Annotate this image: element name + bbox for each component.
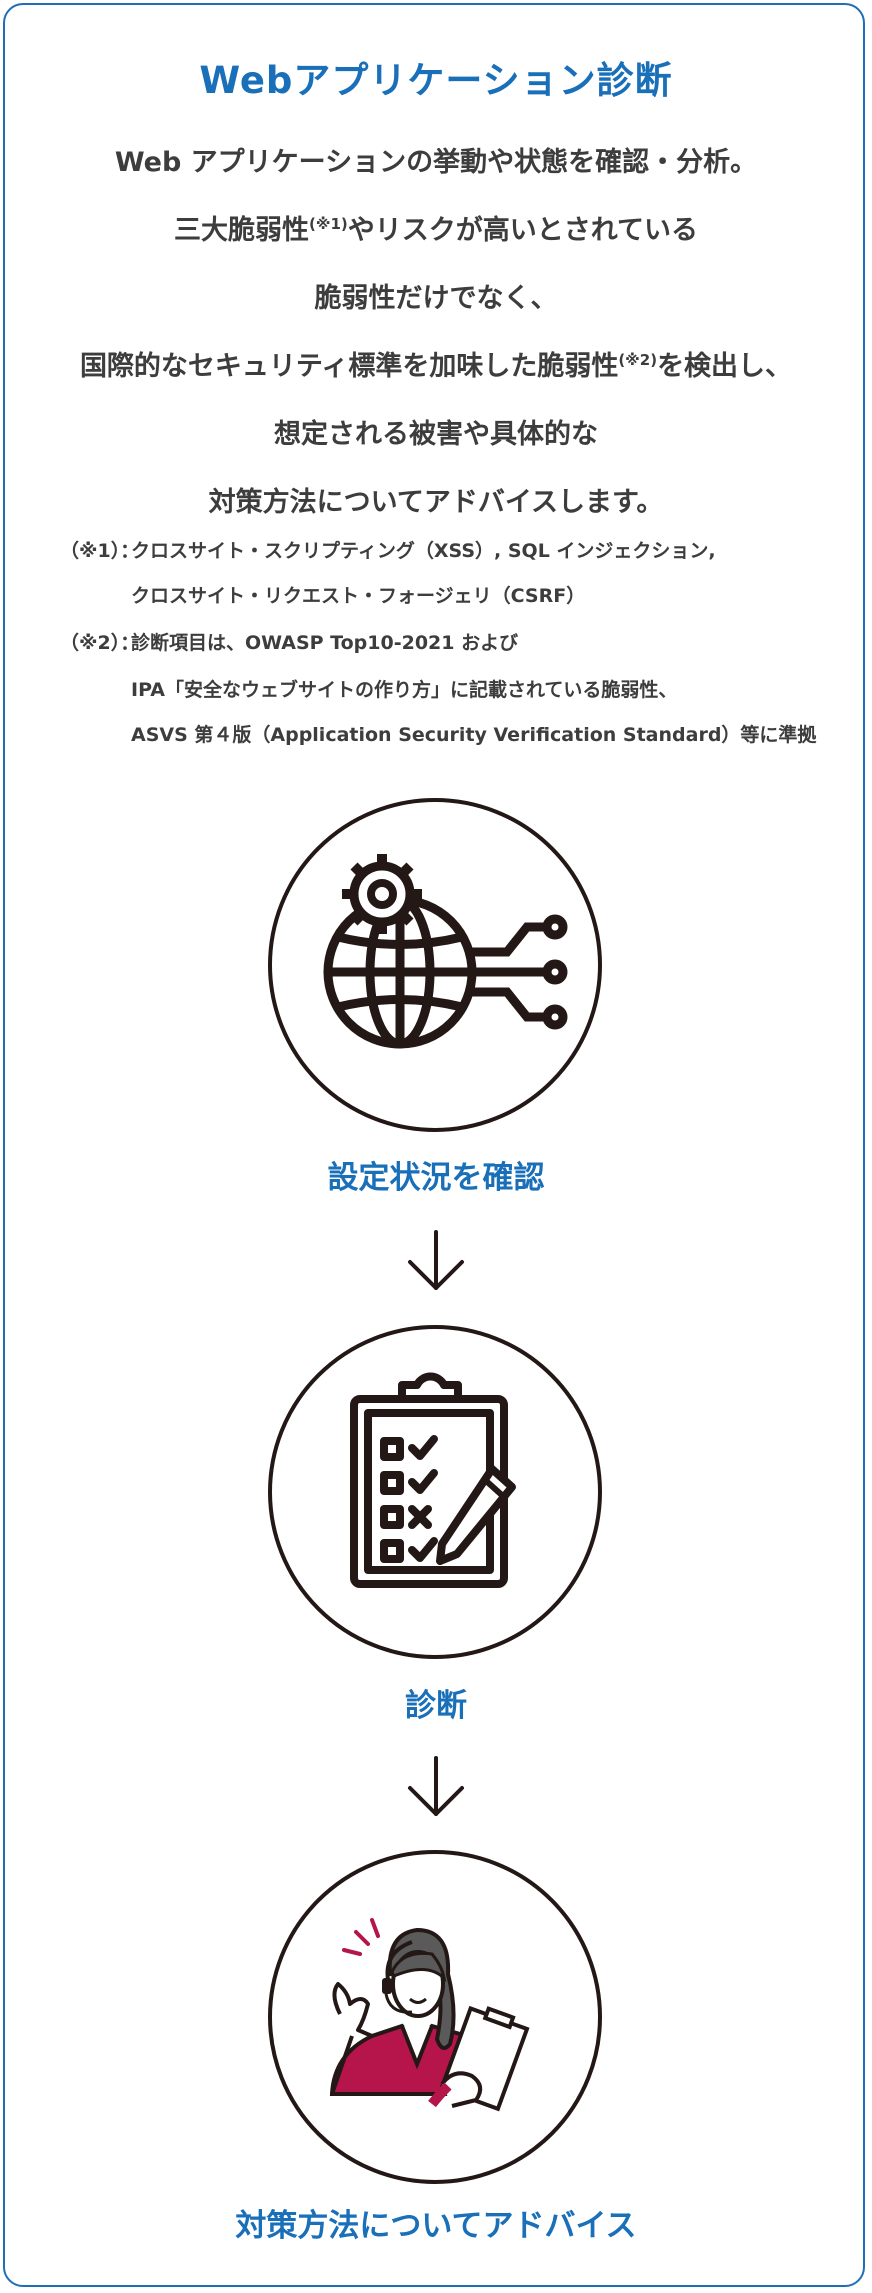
footnote-ref-1: (※1) — [309, 215, 348, 233]
step-1-circle — [268, 798, 602, 1132]
step-2-label: 診断 — [405, 1688, 467, 1724]
note-2-label: （※2）： — [60, 632, 140, 654]
clipboard-checklist-icon — [350, 1372, 516, 1588]
lead-line-4: 国際的なセキュリティ標準を加味した脆弱性(※2)を検出し、 — [79, 351, 793, 382]
globe-gear-network-icon — [323, 854, 568, 1049]
footnote-ref-2: (※2) — [618, 351, 658, 369]
arrow-down-icon — [408, 1230, 464, 1290]
step-3-circle — [268, 1850, 602, 2184]
support-operator-icon — [329, 1918, 530, 2112]
lead-line-6: 対策方法についてアドバイスします。 — [208, 487, 664, 518]
lead-line-1: Web アプリケーションの挙動や状態を確認・分析。 — [114, 147, 758, 178]
lead-line-2: 三大脆弱性(※1)やリスクが高いとされている — [174, 215, 698, 246]
step-3-label: 対策方法についてアドバイス — [235, 2208, 637, 2244]
note-1-line-2: クロスサイト・リクエスト・フォージェリ（CSRF） — [131, 585, 586, 607]
note-1-line-1: クロスサイト・スクリプティング（XSS）, SQL インジェクション, — [131, 540, 716, 562]
lead-line-3: 脆弱性だけでなく、 — [314, 283, 558, 314]
note-1-label: （※1）： — [60, 540, 140, 562]
lead-line-5: 想定される被害や具体的な — [274, 419, 598, 450]
step-1-label: 設定状況を確認 — [327, 1160, 545, 1196]
step-2-circle — [268, 1325, 602, 1659]
note-2-line-3: ASVS 第４版（Application Security Verificati… — [131, 724, 817, 746]
note-2-line-2: IPA「安全なウェブサイトの作り方」に記載されている脆弱性、 — [131, 679, 678, 701]
arrow-down-icon — [408, 1756, 464, 1816]
note-2-line-1: 診断項目は、OWASP Top10-2021 および — [131, 632, 519, 654]
page-title: Webアプリケーション診断 — [199, 59, 673, 102]
